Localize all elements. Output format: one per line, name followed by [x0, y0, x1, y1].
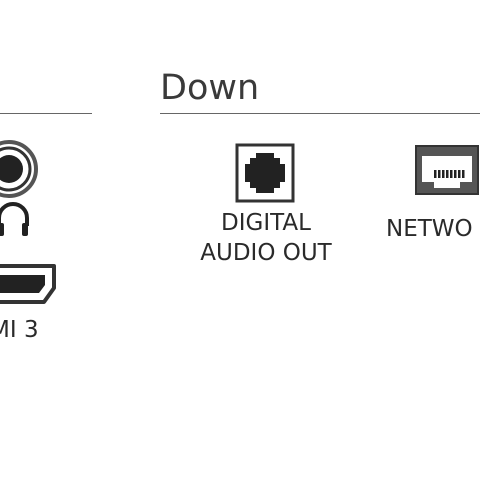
digital-audio-out-label-line2: AUDIO OUT	[200, 240, 332, 266]
ethernet-port-icon	[414, 144, 480, 196]
left-section-divider	[0, 113, 92, 114]
down-section-divider	[160, 113, 480, 114]
digital-audio-out-label-line1: DIGITAL	[221, 210, 311, 236]
digital-audio-out-label: DIGITAL AUDIO OUT	[180, 208, 352, 268]
down-section-heading: Down	[160, 68, 260, 108]
hdmi-port-icon	[0, 262, 58, 306]
optical-port-icon	[235, 143, 295, 203]
hdmi-port-label: MI 3	[0, 317, 39, 343]
headphone-icon	[0, 202, 30, 238]
audio-jack-icon	[0, 140, 38, 198]
network-port-label: NETWO	[386, 216, 473, 242]
